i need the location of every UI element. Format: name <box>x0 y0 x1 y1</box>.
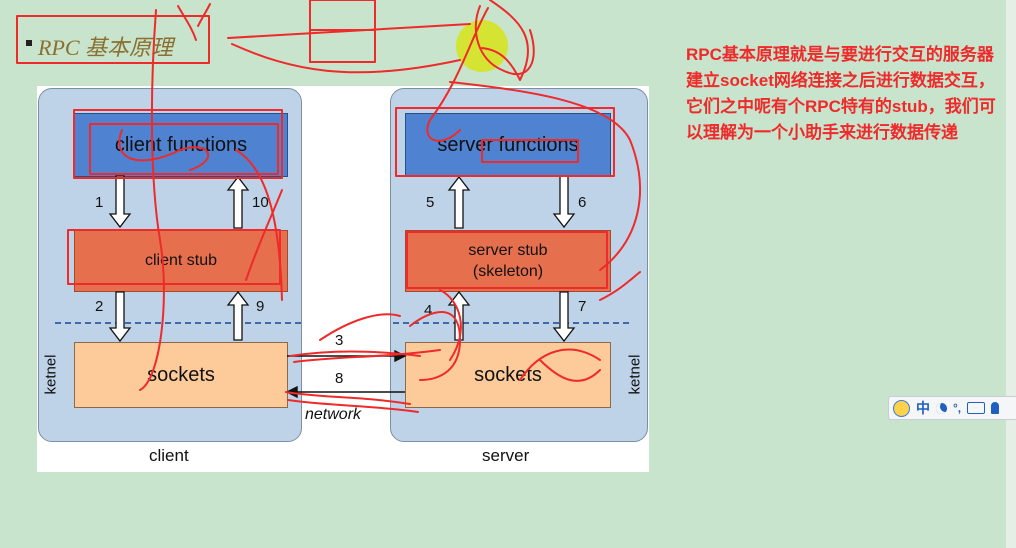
network-label: network <box>305 406 362 423</box>
slide-title: RPC 基本原理 <box>38 35 174 60</box>
annotation-note: RPC基本原理就是与要进行交互的服务器建立socket网络连接之后进行数据交互，… <box>686 45 996 142</box>
step-2-label: 2 <box>95 298 104 315</box>
step-9-label: 9 <box>256 298 265 315</box>
step-3-label: 3 <box>335 332 344 349</box>
server-stub-label: server stub <box>468 242 548 259</box>
server-sockets-box: sockets <box>405 342 611 408</box>
arrow-7 <box>552 291 576 343</box>
client-sockets-box: sockets <box>74 342 288 408</box>
user-icon[interactable] <box>991 402 1000 414</box>
kernel-boundary-server <box>393 322 629 324</box>
step-10-label: 10 <box>252 194 269 211</box>
step-6-label: 6 <box>578 194 587 211</box>
ime-logo-icon[interactable] <box>893 399 910 417</box>
bullet-marker <box>26 40 32 46</box>
arrow-6 <box>552 175 576 229</box>
rpc-diagram: client functions client stub sockets ser… <box>37 86 649 472</box>
arrow-5 <box>447 175 471 229</box>
arrow-1 <box>108 175 132 229</box>
server-stub-box: server stub (skeleton) <box>405 230 611 292</box>
step-4-label: 4 <box>424 302 433 319</box>
arrow-9 <box>226 290 250 341</box>
step-5-label: 5 <box>426 194 435 211</box>
server-caption: server <box>482 446 530 465</box>
highlighter-mark <box>456 20 508 72</box>
punctuation-icon[interactable]: °, <box>953 401 962 415</box>
step-7-label: 7 <box>578 298 587 315</box>
step-8-label: 8 <box>335 370 344 387</box>
half-width-icon[interactable] <box>936 402 947 414</box>
title-highlight-box <box>16 15 210 64</box>
ime-toolbar[interactable]: 中 °, <box>888 396 1016 420</box>
server-skeleton-label: (skeleton) <box>472 263 544 280</box>
ime-mode-indicator[interactable]: 中 <box>916 400 930 416</box>
arrow-2 <box>108 291 132 343</box>
arrow-10 <box>226 175 250 229</box>
client-caption: client <box>149 446 189 465</box>
kernel-boundary-client <box>55 322 301 324</box>
step-1-label: 1 <box>95 194 104 211</box>
keyboard-icon[interactable] <box>967 402 986 414</box>
right-edge-strip <box>1006 0 1016 548</box>
